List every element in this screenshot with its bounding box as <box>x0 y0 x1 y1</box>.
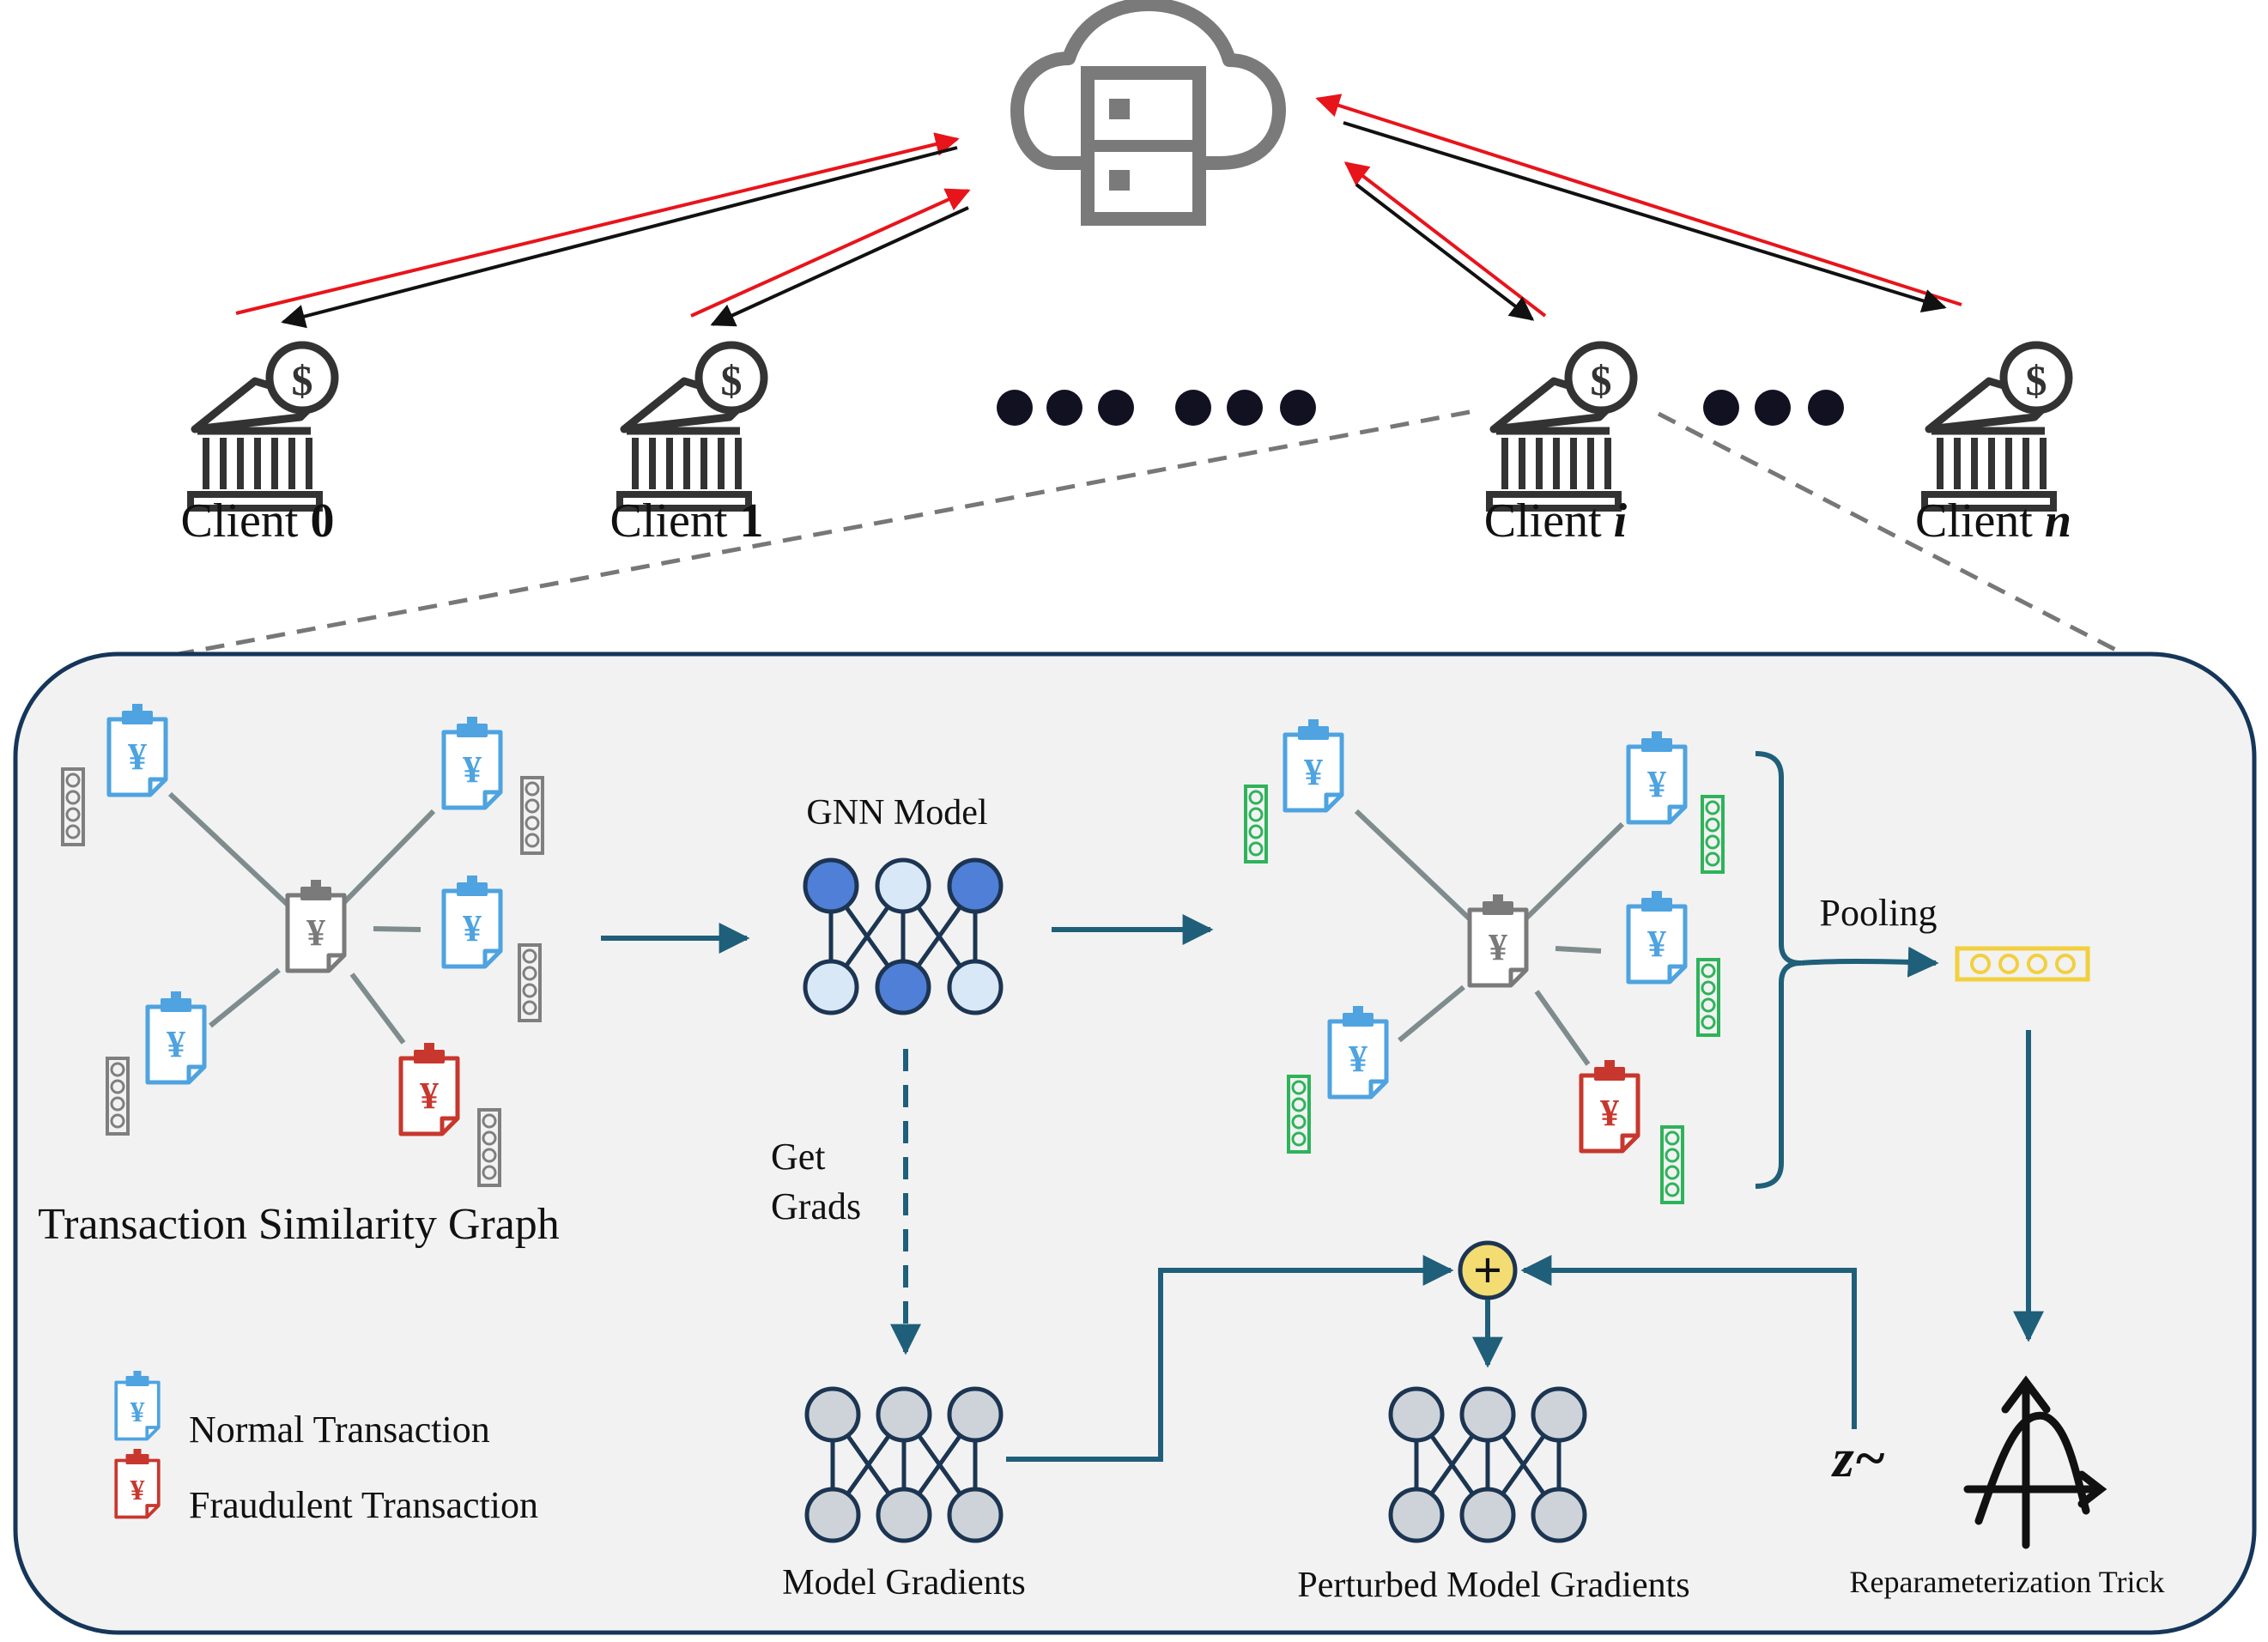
bank-icon <box>1489 345 1634 508</box>
download-arrow-client-0 <box>281 146 958 329</box>
communication-arrows <box>235 94 1962 329</box>
pooled-embedding <box>1955 946 2090 982</box>
yen-icon: ¥ <box>1489 926 1507 968</box>
pooling-arrow <box>1800 946 1939 978</box>
dollar-icon: $ <box>1591 356 1612 404</box>
flow-arrow-gradients-to-plus <box>1006 1255 1454 1462</box>
model-gradients-label: Model Gradients <box>782 1563 1025 1603</box>
yen-icon: ¥ <box>130 1397 145 1428</box>
yen-icon: ¥ <box>130 1475 145 1506</box>
yen-icon: ¥ <box>1304 751 1323 793</box>
reparam-label: Reparameterization Trick <box>1850 1565 2165 1599</box>
dollar-icon: $ <box>2026 356 2047 404</box>
client-label: Client i <box>1484 494 1628 548</box>
yen-icon: ¥ <box>1600 1092 1619 1134</box>
download-arrow-client-1 <box>710 206 969 327</box>
bank-icon <box>191 345 335 508</box>
legend: ¥ Normal Transaction ¥ Fraudulent Transa… <box>114 1369 538 1526</box>
model-gradients: Model Gradients <box>782 1386 1026 1603</box>
distribution-icon <box>1963 1375 2107 1549</box>
client-label: Client 1 <box>610 494 764 548</box>
bank-icon <box>620 345 764 508</box>
client-i: $ Client i <box>1484 345 1634 548</box>
yen-icon: ¥ <box>463 907 482 949</box>
client-detail-panel <box>13 651 2257 1635</box>
dollar-icon: $ <box>292 356 313 404</box>
svg-text:+: + <box>1473 1242 1502 1299</box>
upload-arrow-client-0 <box>235 132 960 315</box>
reparameterization-trick: z~ Reparameterization Trick <box>1831 1375 2165 1599</box>
pooling-label: Pooling <box>1820 892 1938 934</box>
yen-icon: ¥ <box>463 748 482 791</box>
client-n: $ Client n <box>1915 345 2071 548</box>
cloud-server-icon <box>1010 0 1286 226</box>
upload-arrow-client-i <box>1343 161 1547 318</box>
client-label: Client 0 <box>181 494 335 548</box>
ellipsis-dots <box>997 390 1844 426</box>
add-operator-icon: + <box>1458 1240 1518 1300</box>
yen-icon: ¥ <box>1647 763 1666 805</box>
upload-arrow-client-1 <box>690 188 971 318</box>
get-grads-label: Get <box>771 1136 826 1178</box>
client-label: Client n <box>1915 494 2071 548</box>
perturbed-gradients-label: Perturbed Model Gradients <box>1297 1566 1689 1605</box>
upload-arrow-client-n <box>1315 94 1962 306</box>
transaction-similarity-graph: ¥ ¥ ¥ ¥ ¥ ¥ Transaction Similarity Graph <box>38 704 560 1249</box>
dollar-icon: $ <box>721 356 743 404</box>
get-grads-label: Grads <box>771 1185 861 1227</box>
client-1: $ Client 1 <box>610 345 764 548</box>
zoom-lines <box>141 409 2131 663</box>
yen-icon: ¥ <box>1349 1038 1367 1080</box>
yen-icon: ¥ <box>306 912 325 954</box>
perturbed-model-gradients: Perturbed Model Gradients <box>1297 1386 1690 1605</box>
graph-title: Transaction Similarity Graph <box>38 1200 560 1249</box>
flow-arrow-noise-to-plus <box>1520 1255 1857 1429</box>
yen-icon: ¥ <box>420 1075 439 1117</box>
bank-icon <box>1925 345 2069 508</box>
embedded-transaction-graph: ¥ ¥ ¥ ¥ ¥ ¥ <box>1244 719 1725 1204</box>
legend-fraud: Fraudulent Transaction <box>189 1484 538 1526</box>
legend-normal: Normal Transaction <box>189 1409 490 1451</box>
download-arrow-client-n <box>1343 121 1947 312</box>
yen-icon: ¥ <box>167 1023 185 1065</box>
z-noise-label: z~ <box>1831 1427 1885 1488</box>
download-arrow-client-i <box>1355 183 1535 321</box>
client-0: $ Client 0 <box>181 345 335 548</box>
gnn-model: GNN Model <box>803 793 1004 1015</box>
yen-icon: ¥ <box>1647 923 1666 965</box>
yen-icon: ¥ <box>128 736 147 778</box>
gnn-model-label: GNN Model <box>806 793 987 833</box>
